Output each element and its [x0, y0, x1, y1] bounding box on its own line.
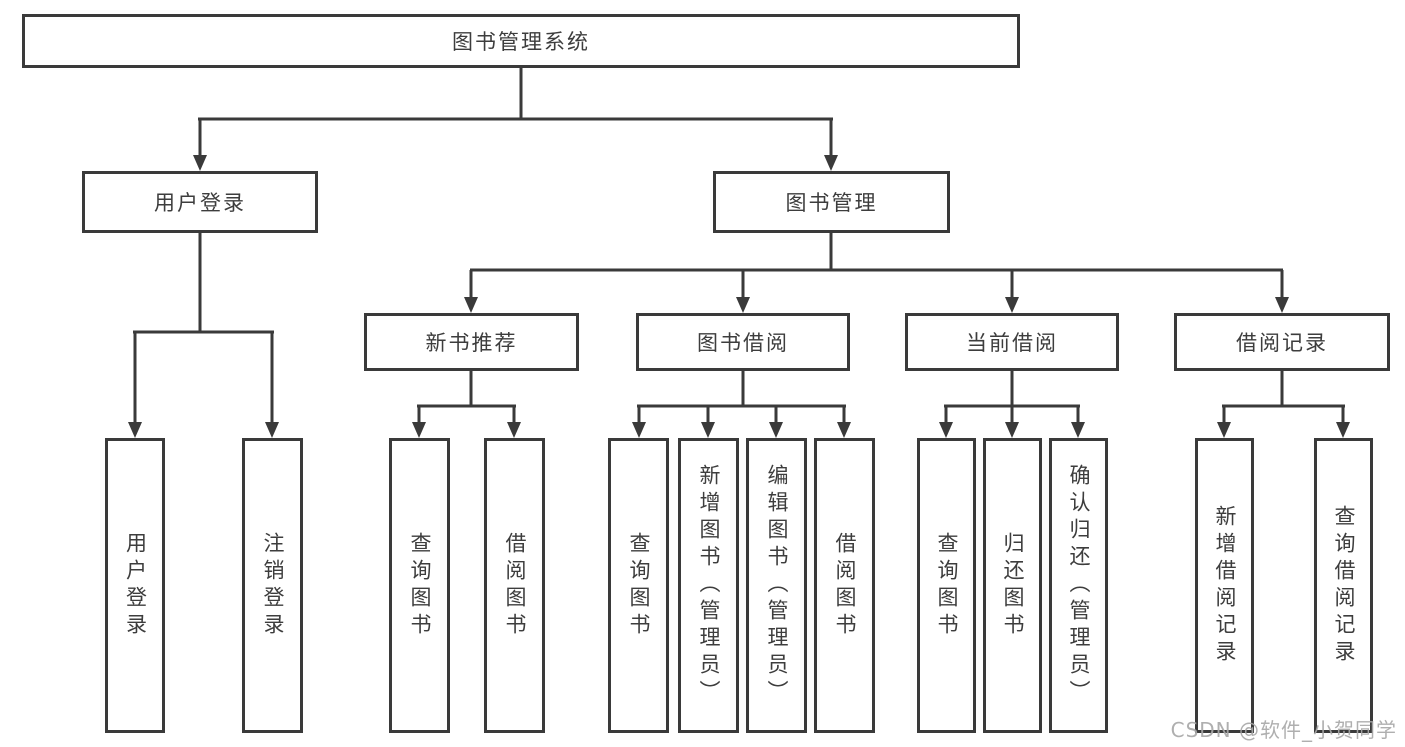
node-book-borrowing-label: 图书借阅 — [697, 331, 789, 355]
node-library-system: 图书管理系统 — [22, 14, 1020, 68]
leaf-user-login-label: 用户登录 — [123, 531, 148, 640]
leaf-logout-label: 注销登录 — [261, 531, 285, 640]
leaf-query-books-current-label: 查询图书 — [935, 531, 959, 640]
leaf-query-books-recommend: 查询图书 — [389, 438, 450, 733]
leaf-confirm-return-admin: 确认归还（管理员） — [1049, 438, 1108, 733]
leaf-add-books-admin: 新增图书（管理员） — [678, 438, 739, 733]
node-new-book-recommend-label: 新书推荐 — [425, 331, 518, 355]
leaf-borrow-books-recommend-label: 借阅图书 — [503, 531, 527, 640]
leaf-add-books-admin-label: 新增图书（管理员） — [697, 464, 721, 707]
node-current-borrowing-label: 当前借阅 — [966, 331, 1058, 355]
node-current-borrowing: 当前借阅 — [905, 313, 1119, 371]
leaf-add-borrow-record: 新增借阅记录 — [1195, 438, 1254, 733]
node-borrowing-records-label: 借阅记录 — [1236, 331, 1328, 355]
node-book-management-label: 图书管理 — [785, 191, 878, 215]
leaf-borrow-books-label: 借阅图书 — [833, 531, 857, 640]
leaf-confirm-return-admin-label: 确认归还（管理员） — [1067, 464, 1091, 707]
node-new-book-recommend: 新书推荐 — [364, 313, 579, 371]
leaf-query-borrow-record: 查询借阅记录 — [1314, 438, 1373, 733]
leaf-query-borrow-record-label: 查询借阅记录 — [1332, 504, 1356, 667]
leaf-query-books-current: 查询图书 — [917, 438, 976, 733]
leaf-logout: 注销登录 — [242, 438, 303, 733]
leaf-borrow-books-recommend: 借阅图书 — [484, 438, 545, 733]
arrowheads — [128, 155, 1350, 438]
node-book-borrowing: 图书借阅 — [636, 313, 850, 371]
leaf-return-books-label: 归还图书 — [1001, 531, 1025, 640]
leaf-add-borrow-record-label: 新增借阅记录 — [1213, 504, 1237, 667]
leaf-query-books-borrowing-label: 查询图书 — [627, 531, 651, 640]
leaf-query-books-borrowing: 查询图书 — [608, 438, 669, 733]
csdn-watermark: CSDN @软件_小贺同学 — [1170, 718, 1397, 742]
leaf-query-books-recommend-label: 查询图书 — [408, 531, 432, 640]
leaf-edit-books-admin: 编辑图书（管理员） — [746, 438, 807, 733]
node-borrowing-records: 借阅记录 — [1174, 313, 1390, 371]
node-book-management: 图书管理 — [713, 171, 950, 233]
node-library-system-label: 图书管理系统 — [452, 30, 590, 54]
leaf-borrow-books: 借阅图书 — [814, 438, 875, 733]
node-user-login: 用户登录 — [82, 171, 318, 233]
leaf-edit-books-admin-label: 编辑图书（管理员） — [765, 464, 789, 707]
leaf-return-books: 归还图书 — [983, 438, 1042, 733]
leaf-user-login: 用户登录 — [105, 438, 165, 733]
node-user-login-label: 用户登录 — [154, 191, 246, 215]
